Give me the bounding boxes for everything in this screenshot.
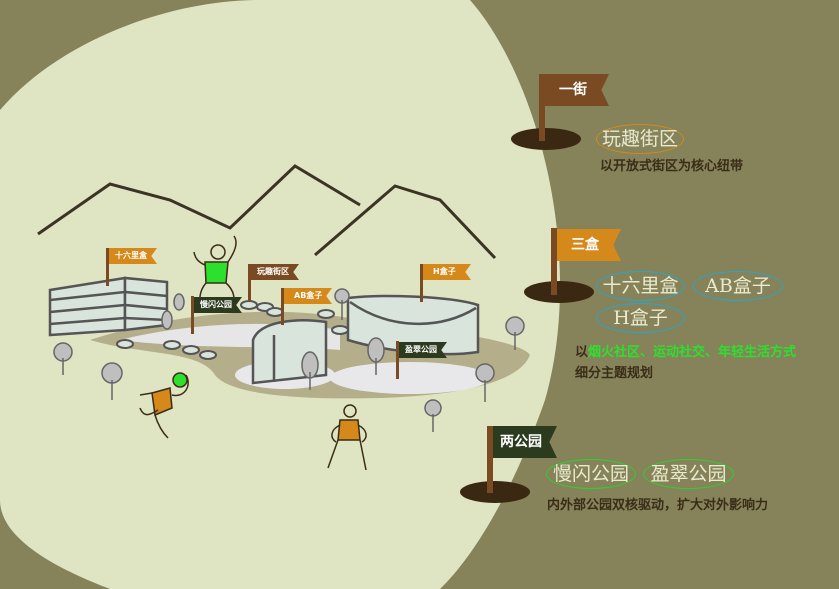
tag-sixteen-box: 十六里盒	[596, 271, 685, 301]
tag-h-box: H盒子	[596, 303, 685, 333]
desc-three-boxes-line2: 细分主题规划	[575, 366, 654, 381]
tag-green-park: 盈翠公园	[643, 459, 734, 489]
flag-one-street: 一街	[545, 74, 609, 106]
mountain-line-left	[37, 164, 361, 236]
light-background	[0, 0, 561, 589]
map-flag-flash-park: 慢闪公园	[194, 297, 242, 313]
map-flag-ab-box: AB盒子	[284, 288, 332, 304]
desc-three-boxes: 以烟火社区、运动社交、年轻生活方式	[575, 341, 796, 360]
map-flag-h-box: H盒子	[423, 264, 471, 280]
desc-highlight: 烟火社区、运动社交、年轻生活方式	[588, 345, 797, 360]
mountain-line-right	[314, 184, 497, 260]
flag-three-boxes: 三盒	[557, 229, 621, 261]
desc-prefix: 以	[575, 345, 589, 360]
desc-two-parks: 内外部公园双核驱动，扩大对外影响力	[547, 498, 769, 513]
stools	[116, 300, 349, 360]
figure-jumping	[139, 372, 189, 439]
desc-one-street: 以开放式街区为核心纽带	[600, 159, 744, 174]
map-flag-green-park: 盈翠公园	[399, 342, 447, 358]
tag-flash-park: 慢闪公园	[546, 459, 636, 489]
tag-fun-street: 玩趣街区	[596, 124, 684, 154]
tag-ab-box: AB盒子	[693, 271, 783, 301]
figure-walking	[327, 404, 367, 471]
flag-poles	[106, 74, 557, 493]
trees	[53, 288, 525, 432]
map-flag-sixteen-box: 十六里盒	[109, 248, 157, 264]
flag-base-shadows	[460, 128, 594, 503]
building-sixteen-box	[48, 276, 169, 337]
figure-climbing	[193, 235, 237, 307]
flag-two-parks: 两公园	[493, 426, 557, 458]
map-flag-fun-street: 玩趣街区	[251, 264, 299, 280]
